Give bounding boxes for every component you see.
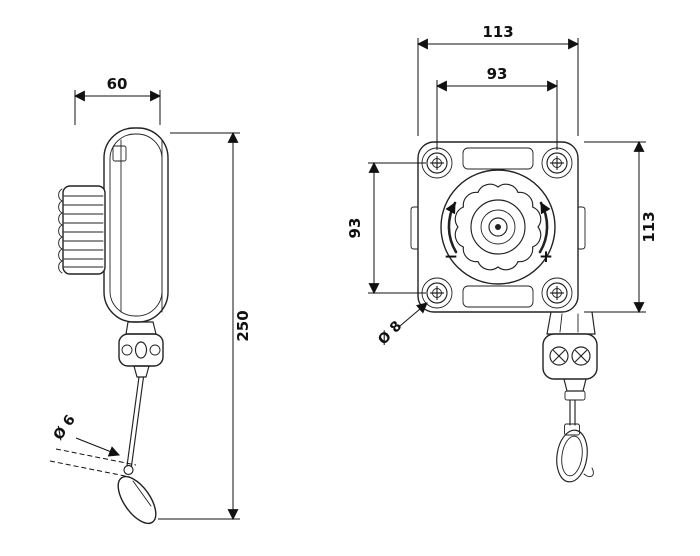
- drum-inner-circle: [480, 209, 516, 245]
- hole-diameter-label: Ø 8: [375, 318, 405, 348]
- dim-side-height-label: 250: [234, 310, 252, 341]
- cable-loop-inner: [561, 435, 583, 477]
- top-label-plate: [462, 147, 534, 170]
- dim-side-width-label: 60: [107, 75, 128, 93]
- ratchet-drum: − +: [440, 169, 556, 285]
- drum-knurled-ring: [454, 183, 542, 271]
- clamp-center-slot: [134, 341, 148, 359]
- callout-cable-diameter: Ø 6: [49, 412, 137, 478]
- knob-body: [62, 185, 106, 275]
- dim-front-outer-width: 113: [416, 23, 580, 136]
- latch-detail: [112, 145, 127, 162]
- knob-ridges: [63, 195, 104, 268]
- callout-hole-diameter: Ø 8: [375, 302, 428, 348]
- outlet-block: [542, 333, 598, 380]
- cable-diameter-label: Ø 6: [51, 412, 79, 443]
- center-cap: [488, 217, 508, 237]
- knob-knurl-edge: [58, 188, 63, 274]
- side-view: 60 250 Ø 6: [49, 75, 252, 525]
- loop-clamp: [564, 423, 580, 436]
- left-side-tab: [410, 206, 419, 250]
- hook-eye: [123, 464, 134, 476]
- cable-line-left: [126, 376, 140, 467]
- drum-middle-circle: [470, 199, 526, 255]
- cable-ferrule: [564, 390, 586, 401]
- cable-loop-tail: [583, 467, 594, 478]
- carabiner-gate-line: [132, 480, 152, 507]
- dim-outer-height-label: 113: [640, 211, 658, 242]
- clamp-right-hole: [149, 344, 161, 356]
- cable-outlet-assembly: [542, 311, 598, 483]
- dim-front-hole-spacing-v: 93: [346, 161, 426, 295]
- rotation-arrow-right: [538, 201, 551, 254]
- outlet-bracket: [546, 311, 596, 335]
- clamp-neck-lower: [133, 365, 150, 378]
- cable-loop-outer: [556, 429, 588, 483]
- right-side-tab: [577, 206, 586, 250]
- outlet-screw-left: [549, 346, 569, 366]
- dim-side-height: 250: [158, 131, 252, 521]
- front-view: − +: [346, 23, 658, 483]
- side-cable-and-hook: [117, 376, 157, 525]
- housing-outline: [103, 127, 169, 323]
- adjustment-knob: [58, 185, 106, 275]
- mounting-plate: [417, 141, 579, 313]
- dim-side-width: 60: [73, 75, 162, 125]
- outlet-screw-right: [571, 346, 591, 366]
- clamp-neck-upper: [125, 321, 157, 335]
- bottom-label-plate: [462, 285, 534, 308]
- cable-line-right: [130, 376, 145, 467]
- dim-front-hole-spacing-h: 93: [435, 65, 559, 150]
- clamp-body: [118, 333, 164, 367]
- mounting-hole-bottom-right: [541, 277, 573, 309]
- dim-hole-spacing-v-label: 93: [346, 218, 364, 239]
- outlet-neck: [563, 378, 587, 392]
- center-dot: [495, 224, 501, 230]
- drum-housing-circle: [440, 169, 556, 285]
- clamp-left-hole: [121, 344, 133, 356]
- minus-sign: −: [444, 247, 458, 267]
- dim-outer-width-label: 113: [482, 23, 513, 41]
- cable-clamp-assembly: [118, 321, 164, 378]
- dim-front-outer-height: 113: [584, 140, 658, 314]
- mounting-hole-top-left: [421, 147, 453, 179]
- dim-hole-spacing-h-label: 93: [487, 65, 508, 83]
- carabiner-hook: [117, 475, 157, 525]
- housing-inner-line: [109, 133, 163, 317]
- plus-sign: +: [539, 247, 553, 267]
- rotation-arrow-left: [445, 201, 458, 254]
- mounting-hole-top-right: [541, 147, 573, 179]
